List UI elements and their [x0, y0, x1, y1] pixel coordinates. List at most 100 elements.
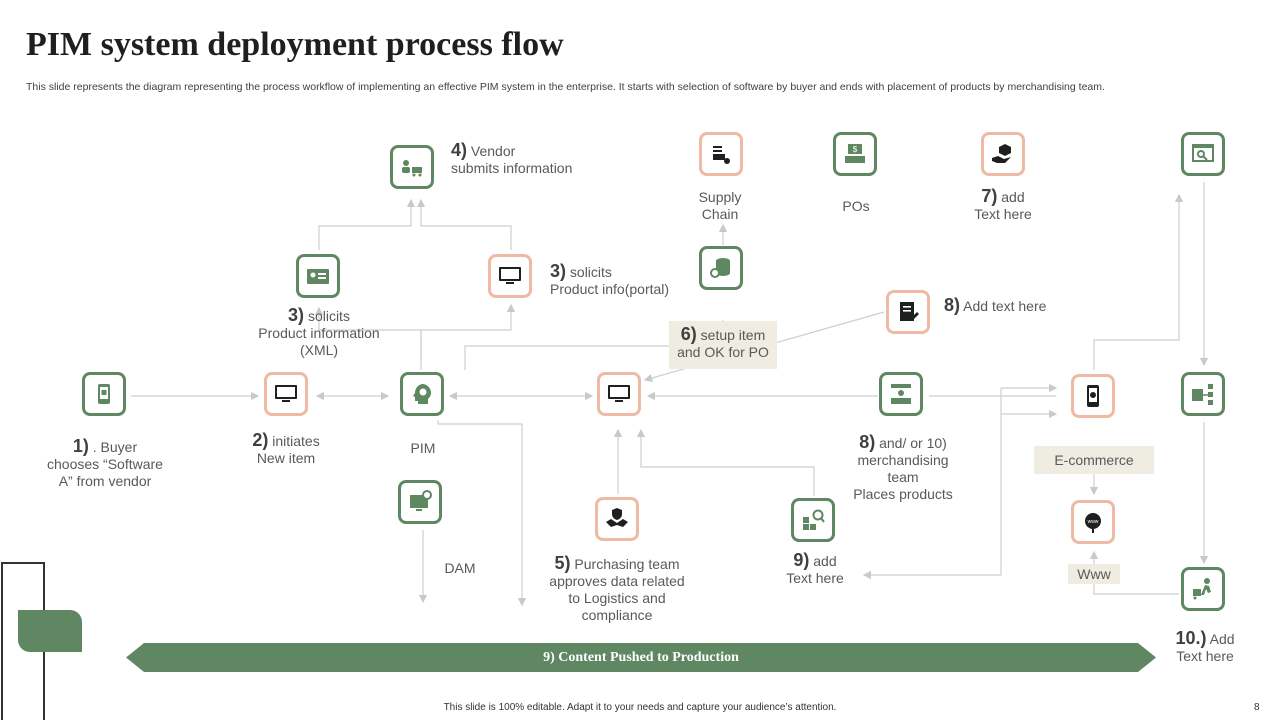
node-db: [699, 246, 743, 290]
mobile-shopping-icon: [98, 384, 110, 404]
label-www: Www: [1068, 564, 1120, 584]
label-text-line: Chain: [701, 206, 739, 222]
label-text-line: Text here: [974, 206, 1032, 222]
label-dam: DAM: [444, 560, 476, 576]
label-add7: 7) add Text here: [958, 186, 1048, 223]
label-text-line: and OK for PO: [677, 344, 769, 360]
label-vendor: 4) Vendor submits information: [451, 141, 601, 177]
pos-terminal-icon: $: [845, 144, 865, 163]
label-ecom: E-commerce: [1034, 446, 1154, 474]
node-top-right: [1181, 132, 1225, 176]
step-number: 2): [252, 430, 269, 450]
label-text-line: solicits: [307, 308, 350, 324]
banner-text: 9) Content Pushed to Production: [543, 649, 739, 665]
label-text-line: Supply: [698, 189, 742, 205]
label-text-line: compliance: [581, 607, 653, 623]
label-text-line: Product information: [258, 325, 380, 341]
link-xml-vendor: [318, 198, 416, 250]
label-text-line: add: [1001, 189, 1025, 205]
label-text-line: merchandising: [857, 452, 949, 468]
database-settings-icon: [710, 258, 730, 278]
delivery-worker-icon: [1193, 578, 1211, 600]
link-ecom-topright: [1093, 193, 1184, 370]
step-number: 7): [981, 186, 998, 206]
production-banner: 9) Content Pushed to Production: [126, 643, 1156, 672]
node-pim: [400, 372, 444, 416]
document-pen-icon: [900, 302, 919, 321]
label-add8: 8) Add text here: [944, 295, 1084, 315]
node-store: [1181, 372, 1225, 416]
monitor-icon: [608, 385, 630, 402]
link-add9-center: [636, 428, 815, 496]
monitor-icon: [275, 385, 297, 402]
node-ecom: [1071, 374, 1115, 418]
step-number: 8): [859, 432, 876, 452]
slide-subtitle: This slide represents the diagram repres…: [26, 81, 1105, 93]
label-text-line: Product info(portal): [550, 281, 670, 297]
node-vendor: [390, 145, 434, 189]
label-text-line: add: [813, 553, 837, 569]
label-add9: 9) add Text here: [770, 550, 860, 587]
label-xml: 3) solicits Product information (XML): [244, 305, 394, 359]
svg-text:www: www: [1088, 519, 1099, 525]
shop-display-icon: [891, 384, 911, 404]
svg-text:$: $: [853, 145, 858, 154]
node-add9: [791, 498, 835, 542]
id-card-icon: [307, 269, 329, 284]
node-add8: [886, 290, 930, 334]
hand-box-icon: [992, 144, 1011, 163]
decorative-tab: [18, 610, 82, 652]
node-center: [597, 372, 641, 416]
label-supply: Supply Chain: [680, 189, 760, 223]
label-text-line: New item: [256, 450, 316, 466]
label-pim: PIM: [410, 440, 436, 456]
label-text-line: Vendor: [470, 143, 516, 159]
step-number: 3): [550, 261, 567, 281]
label-text-line: submits information: [451, 160, 573, 176]
label-text-line: setup item: [700, 327, 766, 343]
node-portal: [488, 254, 532, 298]
vendor-delivery-icon: [402, 160, 422, 177]
link-pim-dam: [437, 420, 527, 607]
step-number: 10.): [1175, 628, 1207, 648]
label-text-line: (XML): [299, 342, 339, 358]
label-text: Add text here: [963, 298, 1047, 314]
page-number: 8: [1254, 702, 1260, 713]
node-www: www: [1071, 500, 1115, 544]
monitor-settings-icon: [410, 490, 432, 511]
link-bus-add9: [862, 388, 1002, 580]
node-supply: [699, 132, 743, 176]
step-number: 9): [793, 550, 810, 570]
node-buyer: [82, 372, 126, 416]
label-text-line: to Logistics and: [568, 590, 666, 606]
link-pim-portal: [420, 303, 516, 360]
node-dam: [398, 480, 442, 524]
store-network-icon: [1192, 384, 1213, 405]
label-text-line: . Buyer: [92, 439, 138, 455]
label-purchasing: 5) Purchasing team approves data related…: [537, 553, 697, 624]
label-text-line: initiates: [272, 433, 320, 449]
node-merch: [879, 372, 923, 416]
label-text-line: and/ or 10): [879, 435, 947, 451]
step-number: 3): [288, 305, 305, 325]
warehouse-search-icon: [803, 509, 825, 530]
label-text-line: solicits: [569, 264, 612, 280]
node-purchasing: [595, 497, 639, 541]
step-number: 8): [944, 295, 961, 315]
footer-note: This slide is 100% editable. Adapt it to…: [443, 702, 837, 713]
step-number: 1): [72, 436, 89, 456]
cloud-www-icon: www: [1085, 513, 1101, 533]
label-merch: 8) and/ or 10) merchandising team Places…: [838, 432, 968, 503]
label-text-line: chooses “Software: [47, 456, 163, 472]
label-delivery: 10.) Add Text here: [1160, 628, 1250, 665]
label-text-line: Places products: [853, 486, 953, 502]
label-text-line: Text here: [786, 570, 844, 586]
browser-search-icon: [1192, 144, 1214, 162]
node-new-item: [264, 372, 308, 416]
step-number: 5): [554, 553, 571, 573]
node-xml: [296, 254, 340, 298]
label-portal: 3) solicits Product info(portal): [550, 261, 690, 298]
handshake-shield-icon: [606, 508, 628, 527]
phone-shop-icon: [1087, 385, 1099, 407]
label-text-line: team: [887, 469, 919, 485]
